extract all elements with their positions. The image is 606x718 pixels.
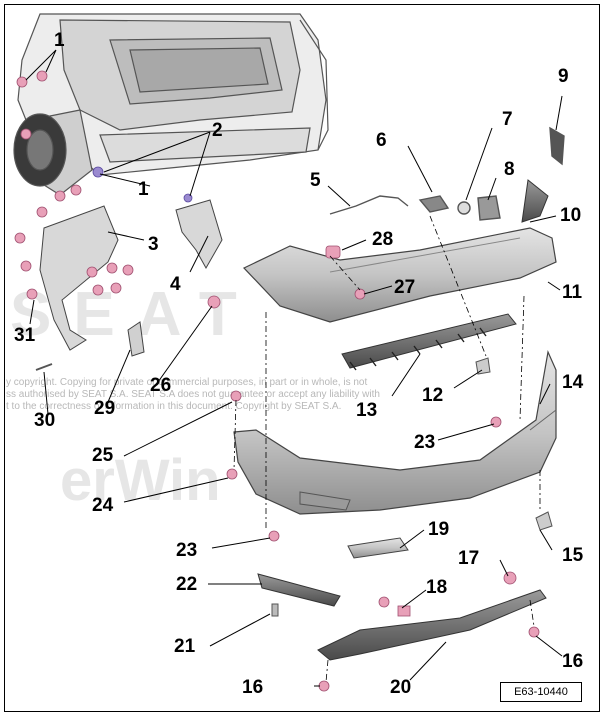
callout-6: 6	[376, 130, 387, 151]
callout-4: 4	[170, 274, 181, 295]
trim-insert	[257, 573, 341, 607]
impact-absorber	[341, 313, 517, 371]
screw-21	[271, 603, 279, 617]
callout-1b: 1	[138, 179, 149, 200]
callout-19: 19	[428, 519, 449, 540]
callout-9: 9	[558, 66, 569, 87]
callout-23b: 23	[414, 432, 435, 453]
callout-31: 31	[14, 325, 36, 346]
callout-16a: 16	[242, 677, 263, 698]
bracket-29	[127, 321, 145, 357]
callout-24: 24	[92, 495, 114, 516]
callout-3: 3	[148, 234, 159, 255]
callout-5: 5	[310, 170, 321, 191]
svg-text:erWin: erWin	[60, 448, 221, 513]
callout-22: 22	[176, 574, 197, 595]
callout-15: 15	[562, 545, 584, 566]
clip-12	[475, 357, 491, 375]
callout-21: 21	[174, 636, 196, 657]
fastener-clips	[14, 70, 540, 692]
reflector-strip	[347, 537, 409, 559]
leader-lines	[25, 49, 563, 687]
callout-12: 12	[422, 385, 443, 406]
svg-text:ss authorised by SEAT S.A. SEA: ss authorised by SEAT S.A. SEAT S.A does…	[6, 389, 380, 400]
clip-15	[535, 511, 553, 531]
svg-text:y copyright. Copying for priva: y copyright. Copying for private or comm…	[6, 377, 367, 388]
callout-8: 8	[504, 159, 515, 180]
figure-reference: E63-10440	[500, 682, 582, 702]
diagram-frame	[4, 4, 600, 712]
screw-30	[35, 363, 53, 371]
watermark-copyright: y copyright. Copying for private or comm…	[6, 377, 380, 412]
callout-28: 28	[372, 229, 393, 250]
callout-10: 10	[560, 205, 581, 226]
callout-29: 29	[94, 398, 115, 419]
callout-16b: 16	[562, 651, 583, 672]
sensor-wiring	[329, 126, 565, 221]
watermark-brand-lettering: SEAT erWin	[10, 280, 237, 513]
mounting-bracket	[39, 199, 223, 351]
callout-11: 11	[562, 282, 583, 303]
dashed-guide-lines	[233, 215, 541, 683]
callout-2: 2	[212, 120, 223, 141]
callout-1a: 1	[54, 30, 65, 51]
callout-25: 25	[92, 445, 114, 466]
callout-20: 20	[390, 677, 411, 698]
svg-text:t to the correctness of inform: t to the correctness of information in t…	[6, 401, 341, 412]
callout-23a: 23	[176, 540, 197, 561]
callout-18: 18	[426, 577, 447, 598]
vehicle-rear-body	[13, 13, 329, 196]
callout-17: 17	[458, 548, 479, 569]
bumper-cover-upper	[242, 179, 557, 323]
diffuser-panel	[317, 589, 547, 661]
callout-13: 13	[356, 400, 377, 421]
callout-numbers: 1 1 2 3 4 5 6 7 8 9 10 11 12 13 14 15 16…	[14, 30, 584, 698]
callout-30: 30	[34, 410, 55, 431]
callout-27: 27	[394, 277, 415, 298]
callout-26: 26	[150, 375, 171, 396]
callout-7: 7	[502, 109, 513, 130]
callout-14: 14	[562, 372, 584, 393]
bumper-cover-lower	[233, 349, 557, 515]
